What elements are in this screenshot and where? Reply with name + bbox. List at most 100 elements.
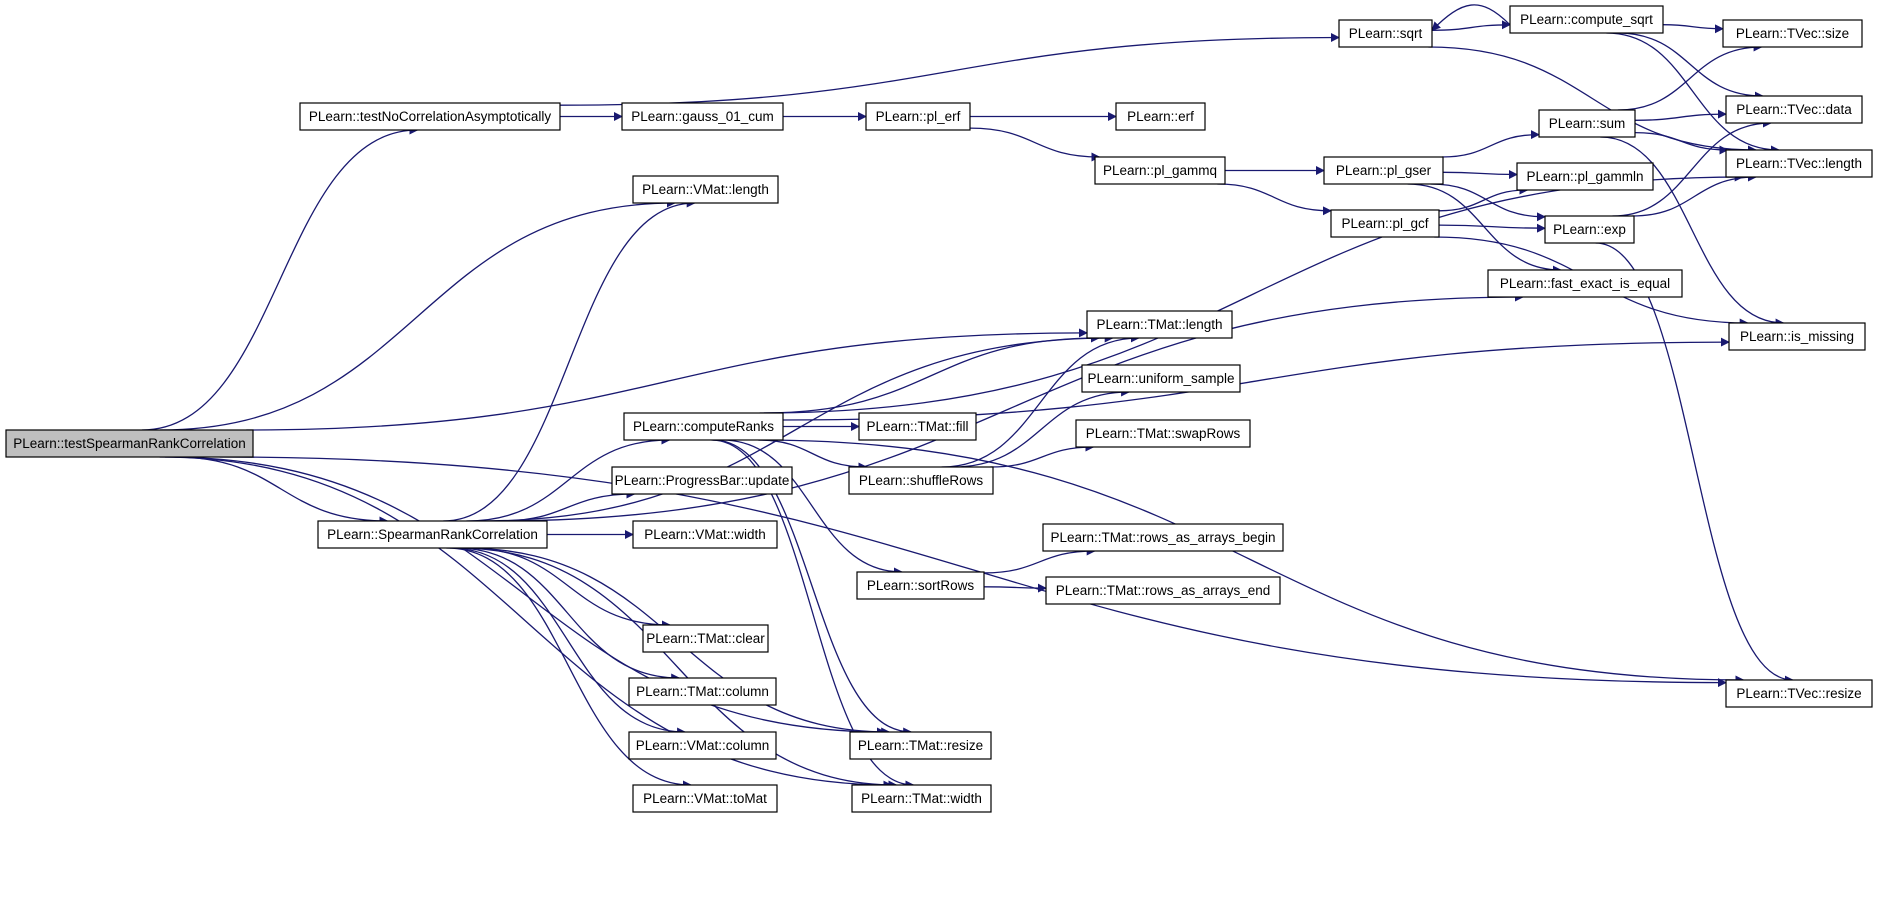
- node-label: PLearn::TMat::resize: [858, 738, 983, 753]
- node-exp[interactable]: PLearn::exp: [1544, 215, 1635, 244]
- node-testNoCorr[interactable]: PLearn::testNoCorrelationAsymptotically: [299, 102, 561, 131]
- node-box: [628, 731, 777, 760]
- node-label: PLearn::sortRows: [867, 578, 975, 593]
- node-box: [1725, 95, 1863, 124]
- node-progress[interactable]: PLearn::ProgressBar::update: [611, 466, 793, 495]
- node-label: PLearn::pl_erf: [876, 109, 961, 124]
- node-sum[interactable]: PLearn::sum: [1538, 109, 1636, 138]
- node-swapRows[interactable]: PLearn::TMat::swapRows: [1075, 419, 1251, 448]
- edge-testSpearman-to-vmat-length: [160, 198, 676, 431]
- edge-path: [1606, 32, 1780, 155]
- node-tmat-fill[interactable]: PLearn::TMat::fill: [858, 412, 977, 441]
- node-rows-end[interactable]: PLearn::TMat::rows_as_arrays_end: [1045, 576, 1281, 605]
- node-tvec-length[interactable]: PLearn::TVec::length: [1725, 149, 1873, 178]
- node-pl-gammln[interactable]: PLearn::pl_gammln: [1516, 162, 1654, 191]
- node-testSpearman[interactable]: PLearn::testSpearmanRankCorrelation: [5, 429, 254, 458]
- node-label: PLearn::compute_sqrt: [1520, 12, 1653, 27]
- node-pl-gser[interactable]: PLearn::pl_gser: [1323, 156, 1444, 185]
- node-vmat-length[interactable]: PLearn::VMat::length: [632, 175, 779, 204]
- node-sortRows[interactable]: PLearn::sortRows: [856, 571, 985, 600]
- edge-path: [559, 33, 1340, 106]
- edge-sortRows-to-rows-end: [983, 583, 1047, 593]
- node-box: [1115, 102, 1206, 131]
- node-label: PLearn::fast_exact_is_equal: [1500, 276, 1670, 291]
- edge-path: [479, 333, 1114, 522]
- node-box: [1081, 364, 1241, 393]
- edge-spearman-to-vmat-column: [449, 547, 687, 737]
- edge-computeRanks-to-shuffleRows: [757, 439, 868, 472]
- node-uniform-sample[interactable]: PLearn::uniform_sample: [1081, 364, 1241, 393]
- edge-path: [246, 328, 1088, 431]
- edge-path: [1634, 109, 1727, 121]
- edge-path: [455, 547, 681, 683]
- node-vmat-width[interactable]: PLearn::VMat::width: [632, 520, 778, 549]
- node-pl-erf[interactable]: PLearn::pl_erf: [865, 102, 971, 131]
- node-spearman[interactable]: PLearn::SpearmanRankCorrelation: [317, 520, 548, 549]
- edge-path: [219, 456, 1727, 688]
- edge-path: [782, 337, 1730, 421]
- edge-compute-sqrt-to-tvec-size: [1662, 24, 1724, 34]
- node-vmat-column[interactable]: PLearn::VMat::column: [628, 731, 777, 760]
- edge-path: [1438, 223, 1546, 233]
- edge-path: [164, 456, 886, 737]
- edge-sqrt-to-tvec-length: [1428, 46, 1757, 155]
- node-sqrt[interactable]: PLearn::sqrt: [1338, 19, 1433, 48]
- node-tmat-column[interactable]: PLearn::TMat::column: [628, 677, 777, 706]
- edge-shuffleRows-to-tmat-length: [941, 333, 1140, 468]
- edge-shuffleRows-to-swapRows: [990, 442, 1095, 468]
- edge-path: [1595, 242, 1794, 685]
- node-compute-sqrt[interactable]: PLearn::compute_sqrt: [1509, 5, 1664, 34]
- node-box: [1075, 419, 1251, 448]
- edge-path: [721, 439, 903, 577]
- node-gauss[interactable]: PLearn::gauss_01_cum: [621, 102, 784, 131]
- node-label: PLearn::sqrt: [1349, 26, 1423, 41]
- edge-computeRanks-to-tmat-resize: [712, 439, 913, 737]
- edge-spearman-to-computeRanks: [466, 435, 671, 522]
- edge-spearman-to-vmat-length: [443, 198, 696, 522]
- edge-computeRanks-to-tvec-length: [759, 172, 1744, 414]
- edge-path: [141, 125, 419, 431]
- node-pl-gcf[interactable]: PLearn::pl_gcf: [1330, 209, 1440, 238]
- node-box: [1323, 156, 1444, 185]
- edge-compute-sqrt-to-tvec-data: [1617, 32, 1764, 101]
- edge-compute-sqrt-to-tvec-length: [1606, 32, 1780, 155]
- node-label: PLearn::pl_gammln: [1526, 169, 1643, 184]
- node-box: [851, 784, 992, 813]
- node-tmat-resize[interactable]: PLearn::TMat::resize: [849, 731, 992, 760]
- node-tvec-size[interactable]: PLearn::TVec::size: [1722, 19, 1863, 48]
- node-vmat-toMat[interactable]: PLearn::VMat::toMat: [632, 784, 778, 813]
- node-pl-gammq[interactable]: PLearn::pl_gammq: [1094, 156, 1226, 185]
- node-tmat-width[interactable]: PLearn::TMat::width: [851, 784, 992, 813]
- node-tmat-clear[interactable]: PLearn::TMat::clear: [642, 624, 769, 653]
- edge-path: [1600, 136, 1785, 328]
- node-label: PLearn::testSpearmanRankCorrelation: [13, 436, 246, 451]
- edge-path: [174, 456, 389, 526]
- edge-path: [763, 333, 1100, 414]
- node-erf[interactable]: PLearn::erf: [1115, 102, 1206, 131]
- node-label: PLearn::VMat::length: [642, 182, 769, 197]
- node-label: PLearn::TMat::clear: [646, 631, 765, 646]
- edge-compute-sqrt-to-sqrt: [1431, 4, 1511, 31]
- edge-path: [757, 439, 868, 472]
- node-box: [299, 102, 561, 131]
- node-fast-exact[interactable]: PLearn::fast_exact_is_equal: [1487, 269, 1683, 298]
- node-tvec-resize[interactable]: PLearn::TVec::resize: [1725, 679, 1873, 708]
- node-shuffleRows[interactable]: PLearn::shuffleRows: [848, 466, 994, 495]
- edge-path: [1407, 183, 1562, 275]
- edge-spearman-to-tmat-column: [455, 547, 681, 683]
- node-is-missing[interactable]: PLearn::is_missing: [1728, 322, 1866, 351]
- node-label: PLearn::pl_gcf: [1341, 216, 1428, 231]
- node-tvec-data[interactable]: PLearn::TVec::data: [1725, 95, 1863, 124]
- edge-path: [443, 198, 696, 522]
- edge-spearman-to-fast-exact: [494, 292, 1524, 522]
- edge-path: [1438, 185, 1529, 212]
- node-box: [632, 520, 778, 549]
- node-tmat-length[interactable]: PLearn::TMat::length: [1086, 310, 1233, 339]
- edge-path: [1431, 4, 1511, 31]
- edge-computeRanks-to-tmat-length: [763, 333, 1100, 414]
- node-rows-begin[interactable]: PLearn::TMat::rows_as_arrays_begin: [1042, 523, 1284, 552]
- node-box: [865, 102, 971, 131]
- node-box: [1338, 19, 1433, 48]
- node-computeRanks[interactable]: PLearn::computeRanks: [623, 412, 784, 441]
